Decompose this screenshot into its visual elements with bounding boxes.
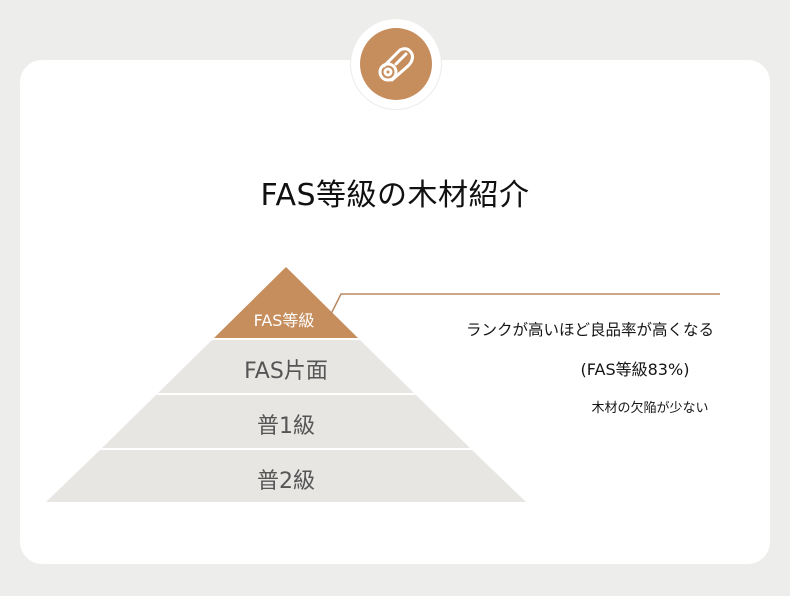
annotation-rank: ランクが高いほど良品率が高くなる [465, 321, 714, 339]
badge [350, 18, 442, 110]
callout-line [329, 293, 720, 317]
tier-fas [214, 267, 358, 338]
page-title: FAS等級の木材紹介 [260, 178, 530, 213]
tier-no1-common [102, 395, 470, 448]
tier-label-fas-one-side: FAS片面 [244, 359, 328, 384]
annotation-percent: (FAS等級83%) [580, 360, 690, 379]
tier-fas-one-side [158, 340, 414, 393]
log-icon [360, 28, 432, 100]
annotation-defects: 木材の欠陥が少ない [591, 401, 709, 416]
tier-no2-common [46, 450, 526, 502]
tier-label-no1-common: 普1級 [257, 414, 315, 439]
tier-label-no2-common: 普2級 [257, 469, 315, 494]
tier-label-fas: FAS等級 [254, 311, 315, 330]
